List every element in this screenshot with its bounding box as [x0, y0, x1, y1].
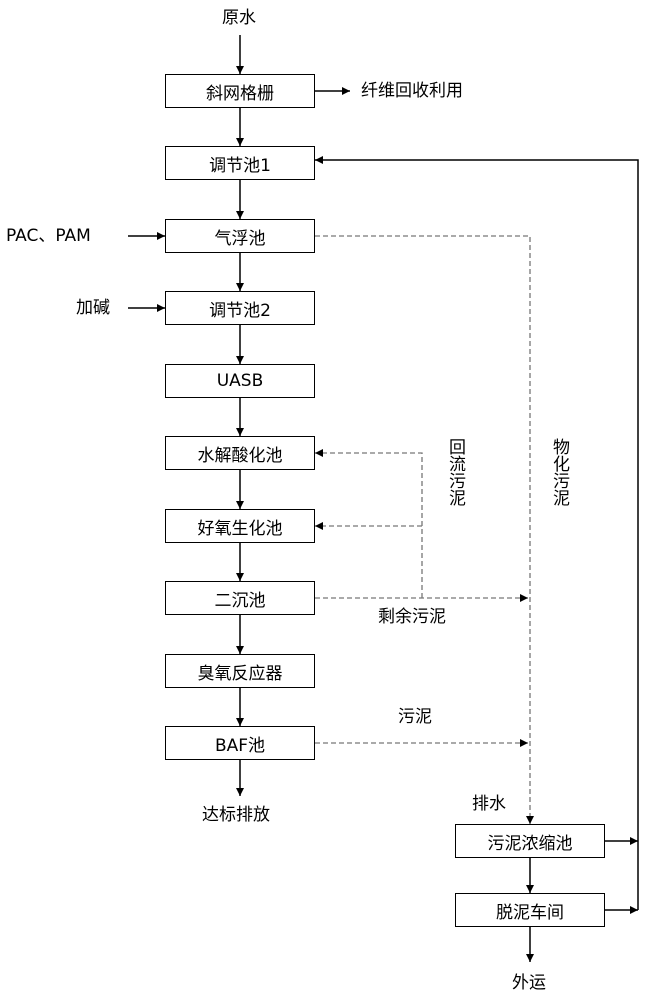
- fiber-recovery-label: 纤维回收利用: [361, 81, 463, 101]
- chemicals-label: PAC、PAM: [6, 226, 91, 246]
- drainage-return-line: [315, 156, 639, 910]
- equalization-tank-1-box: 调节池1: [165, 146, 315, 180]
- excess-sludge-label: 剩余污泥: [378, 607, 446, 627]
- flotation-tank-box: 气浮池: [165, 219, 315, 253]
- baf-tank-box: BAF池: [165, 726, 315, 760]
- return-sludge-label: 回流污泥: [445, 438, 465, 506]
- equalization-tank-2-box: 调节池2: [165, 291, 315, 325]
- aerobic-tank-box: 好氧生化池: [165, 509, 315, 543]
- dewatering-room-box: 脱泥车间: [455, 893, 605, 927]
- haul-out-label: 外运: [512, 973, 546, 993]
- hydrolysis-tank-box: 水解酸化池: [165, 436, 315, 470]
- raw-water-label: 原水: [222, 8, 256, 28]
- sludge-label: 污泥: [398, 707, 432, 727]
- alkali-label: 加碱: [76, 298, 110, 318]
- secondary-clarifier-box: 二沉池: [165, 581, 315, 615]
- discharge-label: 达标排放: [202, 805, 270, 825]
- drainage-label: 排水: [472, 794, 506, 814]
- sludge-thickener-box: 污泥浓缩池: [455, 824, 605, 858]
- physchem-sludge-label: 物化污泥: [549, 438, 569, 506]
- ozone-reactor-box: 臭氧反应器: [165, 654, 315, 688]
- sludge-flow-lines: [315, 235, 534, 824]
- screen-box: 斜网格栅: [165, 74, 315, 108]
- main-flow-arrows: [128, 35, 639, 962]
- return-sludge-to-hydrolysis: [315, 449, 423, 598]
- uasb-box: UASB: [165, 364, 315, 398]
